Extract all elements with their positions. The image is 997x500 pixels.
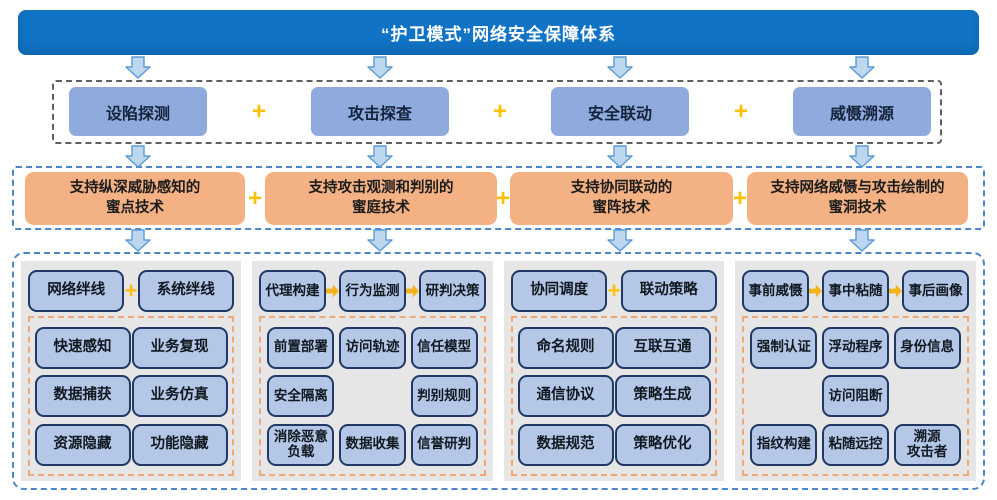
panel-sub-box: 互联互通 (614, 326, 711, 369)
honeycourt-panel: 代理构建行为监测研判决策前置部署访问轨迹信任模型安全隔离判别规则消除恶意 负载数… (252, 261, 493, 481)
panel-top-box: 网络绊线 (28, 270, 125, 312)
down-arrow-icon (849, 145, 875, 168)
down-arrow-icon (607, 56, 633, 79)
panel-sub-box: 策略生成 (614, 375, 711, 417)
panel-sub-box: 前置部署 (267, 326, 335, 369)
panel-sub-box: 访问阻断 (821, 375, 889, 417)
panel-sub-container: 强制认证浮动程序身份信息访问阻断指纹构建粘随远控溯源 攻击者 (742, 316, 969, 476)
panel-sub-box: 强制认证 (750, 326, 818, 369)
panel-sub-box: 数据捕获 (34, 375, 131, 417)
panel-sub-box: 身份信息 (893, 326, 961, 369)
diagram-title: “护卫模式”网络安全保障体系 (18, 10, 979, 55)
down-arrow-icon (607, 229, 633, 252)
plus-icon: + (733, 98, 749, 125)
capability-row-container (52, 80, 942, 144)
capability-box: 攻击探查 (311, 87, 449, 136)
technique-box: 支持纵深威胁感知的 蜜点技术 (25, 172, 245, 225)
panel-top-box: 系统绊线 (137, 270, 234, 312)
flow-arrow-icon (889, 284, 902, 298)
panel-top-box: 协同调度 (511, 270, 608, 312)
panel-sub-box: 浮动程序 (821, 326, 889, 369)
panel-sub-box: 数据规范 (517, 423, 614, 466)
down-arrow-icon (367, 229, 393, 252)
panel-sub-row: 数据规范策略优化 (517, 423, 711, 466)
technique-box: 支持攻击观测和判别的 蜜庭技术 (265, 172, 497, 225)
panel-top-box: 研判决策 (419, 270, 486, 312)
panel-top-box: 代理构建 (259, 270, 326, 312)
panel-sub-box: 命名规则 (517, 326, 614, 369)
honeypoint-panel: 网络绊线+系统绊线快速感知业务复现数据捕获业务仿真资源隐藏功能隐藏 (21, 261, 241, 481)
technique-box: 支持网络威慑与攻击绘制的 蜜洞技术 (747, 172, 968, 225)
panel-sub-box: 业务复现 (131, 326, 228, 369)
plus-icon: + (732, 185, 748, 212)
panel-sub-container: 命名规则互联互通通信协议策略生成数据规范策略优化 (511, 316, 717, 476)
plus-icon: + (607, 278, 621, 303)
panel-top-box: 行为监测 (339, 270, 406, 312)
panel-top-box: 事后画像 (902, 270, 969, 312)
down-arrow-icon (125, 56, 151, 79)
panel-sub-container: 快速感知业务复现数据捕获业务仿真资源隐藏功能隐藏 (28, 316, 234, 476)
panel-top-row: 代理构建行为监测研判决策 (259, 266, 486, 316)
plus-icon: + (124, 278, 138, 303)
panel-sub-box: 功能隐藏 (131, 423, 228, 466)
panel-sub-box: 信誉研判 (410, 423, 478, 466)
panel-sub-box: 判别规则 (410, 375, 478, 417)
panel-sub-box: 溯源 攻击者 (893, 423, 961, 466)
panel-sub-container: 前置部署访问轨迹信任模型安全隔离判别规则消除恶意 负载数据收集信誉研判 (259, 316, 486, 476)
panel-sub-row: 消除恶意 负载数据收集信誉研判 (265, 423, 480, 466)
panel-top-row: 协同调度+联动策略 (511, 266, 717, 316)
panel-sub-box: 资源隐藏 (34, 423, 131, 466)
panel-sub-row: 数据捕获业务仿真 (34, 375, 228, 417)
down-arrow-icon (607, 145, 633, 168)
capability-box: 安全联动 (551, 87, 689, 136)
panel-top-box: 联动策略 (620, 270, 717, 312)
down-arrow-icon (125, 145, 151, 168)
panel-top-box: 事前威慑 (742, 270, 809, 312)
panel-sub-box: 指纹构建 (750, 423, 818, 466)
plus-icon: + (495, 185, 511, 212)
panel-sub-box: 快速感知 (34, 326, 131, 369)
panel-sub-row: 指纹构建粘随远控溯源 攻击者 (748, 423, 963, 466)
down-arrow-icon (367, 145, 393, 168)
down-arrow-icon (125, 229, 151, 252)
honeyarray-panel: 协同调度+联动策略命名规则互联互通通信协议策略生成数据规范策略优化 (504, 261, 724, 481)
capability-box: 威慑溯源 (793, 87, 931, 136)
down-arrow-icon (849, 229, 875, 252)
technique-row-container (12, 166, 985, 230)
flow-arrow-icon (406, 284, 419, 298)
panel-sub-box: 粘随远控 (821, 423, 889, 466)
honeyhole-panel: 事前威慑事中粘随事后画像强制认证浮动程序身份信息访问阻断指纹构建粘随远控溯源 攻… (735, 261, 976, 481)
plus-icon: + (247, 185, 263, 212)
panel-sub-row: 命名规则互联互通 (517, 326, 711, 369)
down-arrow-icon (849, 56, 875, 79)
panel-sub-box: 数据收集 (338, 423, 406, 466)
panel-sub-box: 信任模型 (410, 326, 478, 369)
panel-sub-box: 策略优化 (614, 423, 711, 466)
panel-sub-row: 安全隔离 判别规则 (265, 375, 480, 417)
panel-sub-box: 业务仿真 (131, 375, 228, 417)
technique-box: 支持协同联动的 蜜阵技术 (510, 172, 733, 225)
panel-top-row: 网络绊线+系统绊线 (28, 266, 234, 316)
panel-sub-box: 消除恶意 负载 (267, 423, 335, 466)
flow-arrow-icon (326, 284, 339, 298)
panel-top-box: 事中粘随 (822, 270, 889, 312)
plus-icon: + (492, 98, 508, 125)
panel-sub-row: 访问阻断 (748, 375, 963, 417)
panel-sub-box: 通信协议 (517, 375, 614, 417)
flow-arrow-icon (809, 284, 822, 298)
capability-box: 设陷探测 (69, 87, 207, 136)
panel-top-row: 事前威慑事中粘随事后画像 (742, 266, 969, 316)
down-arrow-icon (367, 56, 393, 79)
plus-icon: + (251, 98, 267, 125)
panel-sub-row: 强制认证浮动程序身份信息 (748, 326, 963, 369)
panel-sub-box: 安全隔离 (267, 375, 335, 417)
detail-panels-container: 网络绊线+系统绊线快速感知业务复现数据捕获业务仿真资源隐藏功能隐藏代理构建行为监… (12, 252, 985, 490)
panel-sub-row: 前置部署访问轨迹信任模型 (265, 326, 480, 369)
panel-sub-row: 快速感知业务复现 (34, 326, 228, 369)
panel-sub-box: 访问轨迹 (338, 326, 406, 369)
panel-sub-row: 资源隐藏功能隐藏 (34, 423, 228, 466)
panel-sub-row: 通信协议策略生成 (517, 375, 711, 417)
